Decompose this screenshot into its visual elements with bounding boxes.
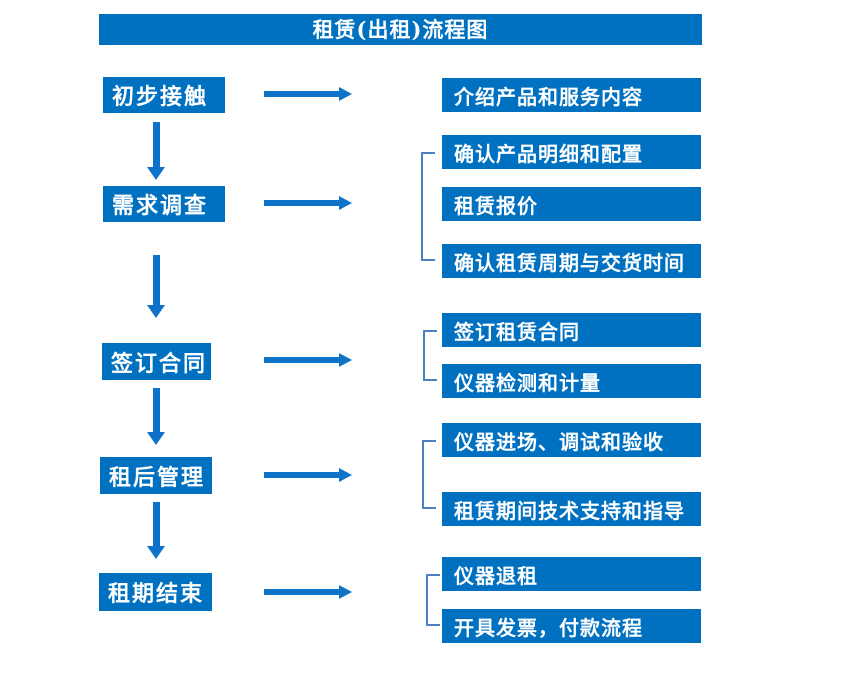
arrow-shaft bbox=[152, 122, 160, 167]
arrow-head bbox=[147, 546, 165, 559]
down-arrow-2 bbox=[146, 255, 166, 318]
arrow-head bbox=[147, 305, 165, 318]
arrow-head bbox=[147, 167, 165, 180]
arrow-shaft bbox=[152, 255, 160, 305]
detail-box-confirm-rental-period: 确认租赁周期与交货时间 bbox=[442, 244, 701, 278]
arrow-head bbox=[339, 196, 352, 210]
right-arrow-5 bbox=[264, 585, 352, 599]
arrow-head bbox=[339, 353, 352, 367]
detail-box-introduce-products: 介绍产品和服务内容 bbox=[442, 78, 701, 112]
group-bracket-post-rental bbox=[422, 440, 436, 509]
arrow-head bbox=[339, 87, 352, 101]
down-arrow-4 bbox=[146, 502, 166, 559]
step-box-post-rental-management: 租后管理 bbox=[100, 457, 212, 494]
arrow-shaft bbox=[264, 357, 339, 363]
arrow-shaft bbox=[264, 472, 339, 478]
down-arrow-1 bbox=[146, 122, 166, 180]
step-box-initial-contact: 初步接触 bbox=[103, 77, 225, 113]
step-box-demand-survey: 需求调查 bbox=[103, 186, 225, 222]
right-arrow-4 bbox=[264, 468, 352, 482]
down-arrow-3 bbox=[146, 388, 166, 445]
arrow-shaft bbox=[152, 388, 160, 432]
step-box-rental-end: 租期结束 bbox=[99, 573, 212, 611]
arrow-head bbox=[147, 432, 165, 445]
right-arrow-1 bbox=[264, 87, 352, 101]
detail-box-confirm-product-details: 确认产品明细和配置 bbox=[442, 135, 701, 169]
arrow-shaft bbox=[264, 200, 339, 206]
group-bracket-rental-end bbox=[426, 574, 440, 626]
detail-box-sign-rental-contract: 签订租赁合同 bbox=[442, 313, 701, 347]
arrow-shaft bbox=[264, 91, 339, 97]
arrow-shaft bbox=[152, 502, 160, 546]
arrow-shaft bbox=[264, 589, 339, 595]
right-arrow-3 bbox=[264, 353, 352, 367]
detail-box-invoice-payment: 开具发票，付款流程 bbox=[442, 609, 701, 643]
arrow-head bbox=[339, 468, 352, 482]
detail-box-instrument-testing: 仪器检测和计量 bbox=[442, 364, 701, 398]
detail-box-rental-quote: 租赁报价 bbox=[442, 187, 701, 221]
detail-box-instrument-setup: 仪器进场、调试和验收 bbox=[442, 423, 701, 457]
group-bracket-sign-contract bbox=[423, 330, 437, 381]
detail-box-technical-support: 租赁期间技术支持和指导 bbox=[442, 492, 701, 526]
arrow-head bbox=[339, 585, 352, 599]
step-box-sign-contract: 签订合同 bbox=[102, 343, 211, 380]
group-bracket-demand-survey bbox=[421, 152, 435, 261]
flowchart-title: 租赁(出租)流程图 bbox=[99, 14, 702, 45]
detail-box-instrument-return: 仪器退租 bbox=[442, 557, 701, 591]
right-arrow-2 bbox=[264, 196, 352, 210]
